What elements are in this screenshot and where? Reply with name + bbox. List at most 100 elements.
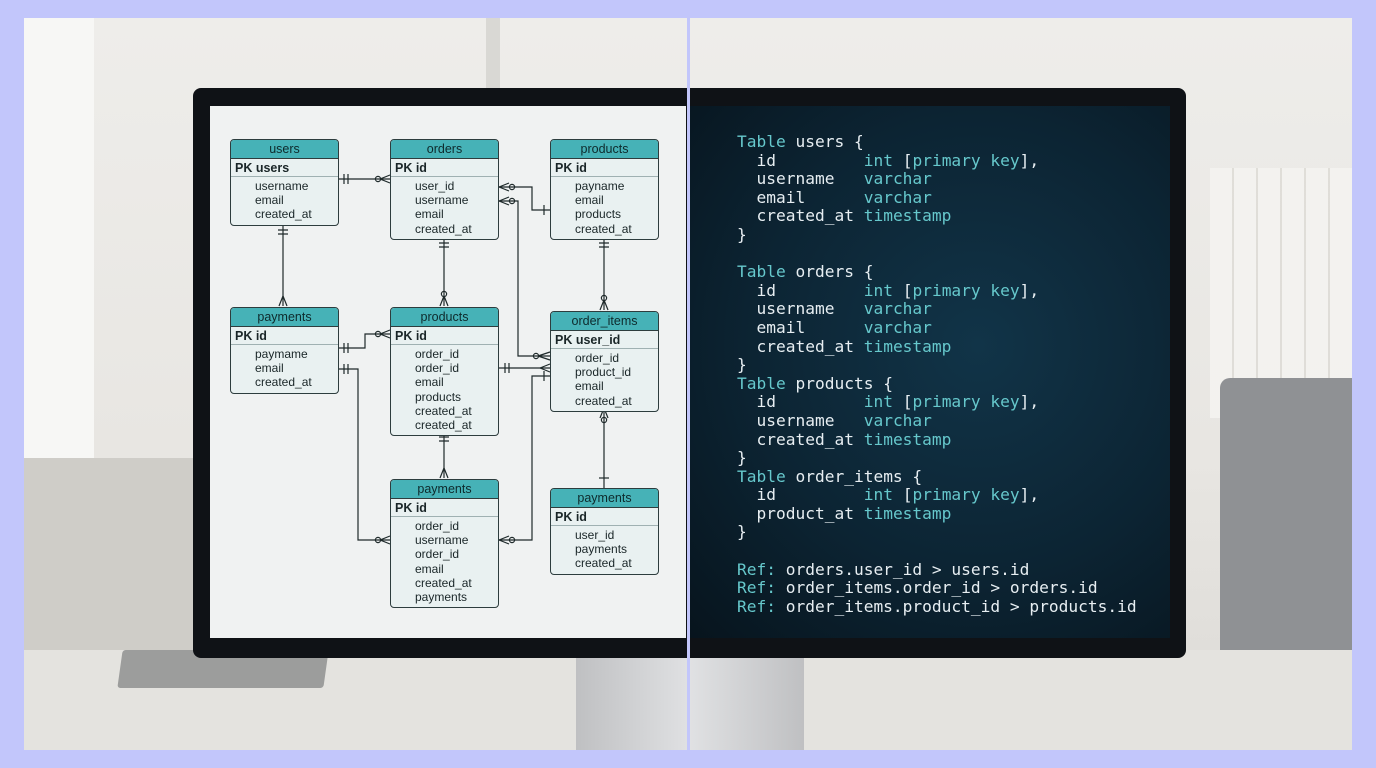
code-line: created_at timestamp [737, 430, 1137, 450]
code-text: email [737, 187, 864, 207]
code-line: id int [primary key], [737, 485, 1137, 505]
code-line: Table orders { [737, 262, 1137, 282]
entity-field: user_id [575, 528, 615, 542]
entity-field: order_id [415, 519, 460, 533]
wall-pillar [486, 18, 500, 98]
entity-field: username [415, 193, 469, 208]
code-line: id int [primary key], [737, 150, 1137, 171]
entity-field: created_at [255, 207, 312, 222]
code-keyword: Table [737, 373, 786, 393]
entity-field: products [415, 389, 462, 404]
code-line: } [737, 448, 1137, 468]
laptop [1220, 378, 1352, 690]
entity-field: created_at [255, 375, 312, 390]
code-keyword: varchar [863, 299, 932, 319]
code-line: created_at timestamp [737, 207, 1137, 226]
entity-field: order_id [415, 347, 460, 361]
entity-title: payments [551, 489, 658, 508]
code-text: } [737, 355, 747, 375]
entity-field: order_id [415, 547, 460, 562]
code-text: id [737, 392, 864, 412]
entity-title: payments [391, 480, 498, 499]
code-line: product_at timestamp [737, 503, 1137, 524]
code-line: username varchar [737, 300, 1137, 319]
entity-field: order_id [575, 351, 620, 365]
code-keyword: varchar [863, 169, 932, 189]
code-keyword: timestamp [863, 336, 952, 356]
entity-primary-key: PK id [551, 508, 658, 526]
entity-field: email [575, 193, 604, 208]
entity-field: payments [575, 542, 628, 557]
code-line: Table order_items { [737, 466, 1137, 487]
code-line: username varchar [737, 169, 1137, 189]
code-line: } [737, 523, 1137, 542]
code-text: [ [892, 392, 913, 412]
code-text: username [737, 169, 864, 189]
code-keyword: timestamp [863, 503, 952, 523]
entity-field: email [415, 375, 444, 390]
code-text: [ [892, 150, 913, 170]
code-text: } [737, 522, 747, 542]
code-text: ], [1019, 485, 1040, 505]
code-keyword: int [863, 280, 893, 300]
entity-field: product_id [575, 365, 632, 380]
entity-field: created_at [415, 418, 472, 433]
entity-field: payname [575, 179, 625, 193]
code-keyword: primary key [912, 280, 1020, 300]
code-text: ], [1019, 150, 1040, 170]
code-line: } [737, 355, 1137, 375]
code-text: username [737, 299, 864, 319]
code-line: Ref: order_items.product_id > products.i… [737, 596, 1137, 617]
pinboard [1210, 168, 1352, 418]
entity-primary-key: PK users [231, 159, 338, 177]
code-line: Ref: order_items.order_id > orders.id [737, 578, 1137, 598]
entity-field: user_id [415, 179, 455, 193]
entity-field: order_id [415, 361, 460, 376]
entity-primary-key: PK user_id [551, 331, 658, 349]
code-keyword: varchar [863, 317, 932, 337]
entity-field: email [255, 361, 284, 376]
code-text: order_items.product_id > products.id [775, 596, 1137, 616]
entity-field: payments [415, 590, 468, 605]
split-divider [687, 0, 690, 768]
code-text: created_at [737, 336, 864, 356]
entity-primary-key: PK id [231, 327, 338, 345]
entity-field: email [415, 561, 444, 576]
monitor-stand [576, 658, 804, 750]
code-line: email varchar [737, 317, 1137, 338]
code-line: id int [primary key], [737, 393, 1137, 412]
code-keyword: Table [737, 262, 786, 282]
entity-field: created_at [575, 556, 632, 571]
entity-title: payments [231, 308, 338, 327]
code-text: } [737, 224, 747, 244]
code-line: Table users { [737, 132, 1137, 152]
code-keyword: Ref: [737, 596, 776, 616]
code-text: [ [892, 280, 913, 300]
code-text: users { [785, 132, 864, 151]
entity-field: products [575, 207, 622, 222]
entity-field: email [255, 193, 284, 208]
code-text: ], [1019, 392, 1040, 412]
code-keyword: Table [737, 466, 786, 486]
entity-field: username [255, 179, 309, 193]
entity-title: users [231, 140, 338, 159]
code-line: email varchar [737, 187, 1137, 208]
code-text: order_items.order_id > orders.id [775, 578, 1098, 598]
code-text: orders { [785, 262, 874, 282]
entity-field: created_at [415, 403, 472, 418]
entity-title: orders [391, 140, 498, 159]
